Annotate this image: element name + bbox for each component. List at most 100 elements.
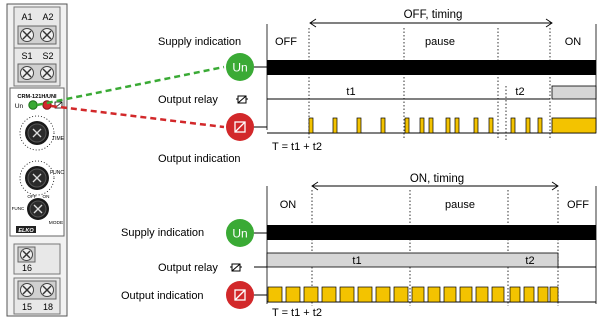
output-pulse [488, 117, 494, 134]
bottom-t2-label: t2 [525, 255, 534, 267]
output-pulse [459, 286, 473, 303]
output-pulse [445, 117, 451, 134]
front-panel: CRM-121H/UNI Un TIME [9, 87, 65, 237]
knob-label-time: TIME [52, 136, 65, 142]
output-pulse [380, 117, 386, 134]
bottom-relay-label: Output relay [158, 262, 218, 274]
top-t1-label: t1 [346, 86, 355, 98]
bottom-state-off: OFF [567, 199, 589, 211]
output-pulse [339, 286, 355, 303]
brand-logo: ELKO [16, 226, 36, 234]
relay-symbol-icon [230, 263, 242, 272]
terminal-label-s2: S2 [42, 51, 53, 61]
green-connector-line [36, 65, 225, 107]
output-pulse [267, 286, 283, 303]
relay-symbol-icon [234, 289, 246, 301]
top-state-off: OFF [275, 36, 297, 48]
output-pulse [509, 286, 521, 303]
output-pulse [510, 117, 516, 134]
terminal-label-s1: S1 [21, 51, 32, 61]
top-supply-badge: Un [226, 53, 254, 81]
output-pulse [427, 286, 441, 303]
knob-label-off: OFF [27, 194, 36, 199]
relay-device: A1 A2 S1 S2 [6, 3, 68, 317]
brand-text: ELKO [18, 228, 34, 234]
terminal-block-16: 16 [13, 243, 61, 275]
top-supply-bar [267, 60, 596, 75]
top-state-on: ON [565, 36, 582, 48]
relay-symbol-icon [236, 95, 248, 104]
bottom-supply-badge: Un [226, 219, 254, 247]
terminal-block-bottom: 15 18 [13, 277, 61, 315]
relay-symbol-icon [234, 121, 246, 133]
output-pulse [321, 286, 337, 303]
bottom-timing-label: ON, timing [410, 173, 464, 185]
top-timing-label: OFF, timing [404, 9, 463, 21]
bottom-relay-bar [266, 252, 559, 268]
screw-icon [20, 66, 34, 80]
bottom-output-badge [226, 281, 254, 309]
output-pulse [332, 117, 338, 134]
bottom-supply-label: Supply indication [121, 227, 204, 239]
knob-label-on: ON [43, 194, 50, 199]
knob-label-func: FUNC [50, 170, 64, 176]
green-led-icon [28, 100, 38, 110]
top-formula: T = t1 + t2 [272, 141, 322, 153]
output-pulse [375, 286, 391, 303]
output-pulse [491, 286, 505, 303]
terminal-label-a1: A1 [21, 12, 32, 22]
model-label: CRM-121H/UNI [17, 94, 57, 100]
output-pulse [537, 117, 543, 134]
bottom-output-pulses [267, 286, 559, 303]
time-knob[interactable] [19, 115, 55, 151]
top-relay-on-bar [551, 85, 597, 100]
terminal-block-a: A1 A2 [13, 6, 61, 49]
output-pulse [411, 286, 425, 303]
knob-label-mode: MODE [49, 220, 63, 226]
bottom-supply-bar [267, 225, 596, 240]
top-un-badge-text: Un [232, 61, 247, 75]
output-pulse [454, 117, 460, 134]
output-pulse [404, 117, 410, 134]
output-pulse [356, 117, 362, 134]
output-pulse [473, 117, 479, 134]
terminal-label-18: 18 [43, 302, 53, 312]
bottom-output-label: Output indication [121, 290, 204, 302]
top-output-label: Output indication [158, 153, 241, 165]
top-relay-label: Output relay [158, 94, 218, 106]
terminal-block-s: S1 S2 [13, 47, 61, 87]
bottom-pause-label: pause [445, 199, 475, 211]
led-un-label: Un [15, 103, 24, 110]
knob-label-func-2: FUNC [12, 206, 25, 211]
screw-icon [20, 283, 34, 297]
top-output-on-bar [551, 117, 597, 134]
red-connector-line [50, 104, 225, 129]
screw-icon [40, 66, 54, 80]
top-t2-label: t2 [515, 86, 524, 98]
output-pulse [419, 117, 425, 134]
bottom-timing-diagram: ON, timing ON pause OFF Supply indicatio… [121, 173, 597, 319]
output-pulse [537, 286, 549, 303]
screw-icon [40, 283, 54, 297]
output-pulse [475, 286, 489, 303]
terminal-label-16: 16 [22, 263, 32, 273]
bottom-un-badge-text: Un [232, 227, 247, 241]
output-pulse [393, 286, 409, 303]
bottom-t1-label: t1 [352, 255, 361, 267]
screw-icon [20, 28, 34, 42]
output-pulse [428, 117, 434, 134]
output-pulse [549, 286, 559, 303]
terminal-label-a2: A2 [42, 12, 53, 22]
top-supply-label: Supply indication [158, 36, 241, 48]
top-output-pulses [308, 117, 543, 134]
mode-knob[interactable] [27, 198, 49, 220]
top-timing-diagram: OFF, timing OFF pause ON Supply indicati… [158, 9, 597, 165]
output-pulse [285, 286, 301, 303]
screw-icon [20, 248, 33, 261]
output-pulse [357, 286, 373, 303]
output-pulse [303, 286, 319, 303]
screw-icon [40, 28, 54, 42]
func-knob[interactable] [19, 160, 55, 196]
bottom-state-on: ON [280, 199, 297, 211]
